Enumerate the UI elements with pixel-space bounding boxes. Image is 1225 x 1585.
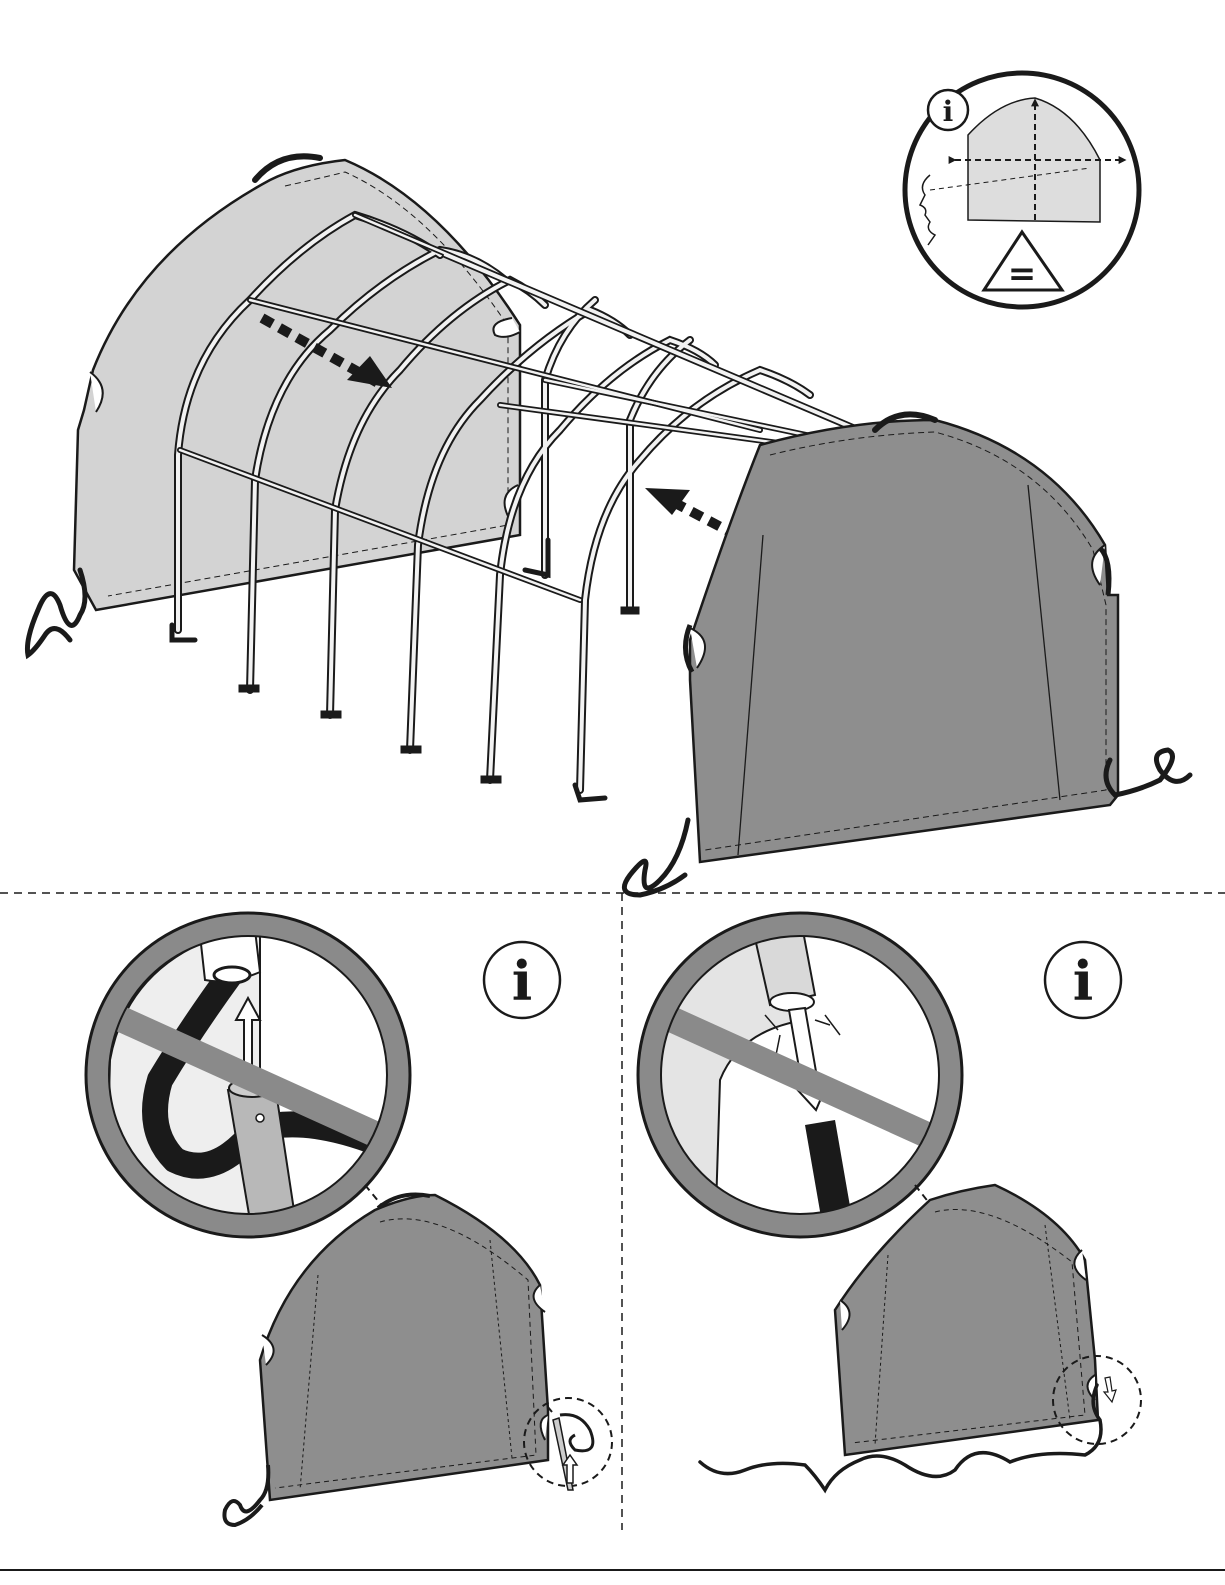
front-cover-bungee-cord-left xyxy=(624,820,688,895)
frame-foot-5 xyxy=(622,608,638,613)
install-arrow-front-head xyxy=(645,488,690,515)
svg-text:=: = xyxy=(1008,254,1037,294)
bottom-left-panel: i xyxy=(86,913,612,1525)
frame-foot-2 xyxy=(322,712,340,717)
small-end-cover-left xyxy=(224,1195,612,1526)
back-cover-panel xyxy=(74,160,520,610)
frame-arch-back-2 xyxy=(630,340,690,610)
back-cover-bungee-cord xyxy=(27,570,85,655)
top-info-inset: i = xyxy=(905,73,1139,307)
info-glyph: i xyxy=(1073,949,1094,1013)
info-glyph: i xyxy=(943,95,954,128)
front-end-cover xyxy=(624,414,1190,895)
frame-foot-4 xyxy=(482,777,500,782)
bottom-right-panel: i xyxy=(638,913,1141,1490)
frame-foot-3 xyxy=(402,747,420,752)
frame-foot-1 xyxy=(240,686,258,691)
top-assembly-panel: i = xyxy=(27,73,1190,895)
info-glyph: i xyxy=(512,949,533,1013)
